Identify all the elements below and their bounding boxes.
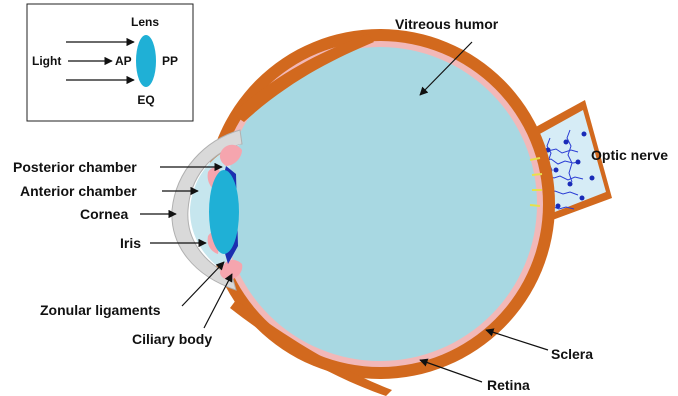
- inset-pp-label: PP: [162, 54, 178, 68]
- label-anterior-chamber: Anterior chamber: [20, 183, 137, 199]
- label-vitreous-humor: Vitreous humor: [395, 16, 499, 32]
- label-ciliary-body: Ciliary body: [132, 331, 212, 347]
- label-retina: Retina: [487, 377, 530, 393]
- inset-light-label: Light: [32, 54, 61, 68]
- label-optic-nerve: Optic nerve: [591, 147, 668, 163]
- label-iris: Iris: [120, 235, 141, 251]
- anterior-segment: [172, 130, 242, 290]
- label-cornea: Cornea: [80, 206, 128, 222]
- label-posterior-chamber: Posterior chamber: [13, 159, 137, 175]
- inset-lens-label: Lens: [131, 15, 159, 29]
- lens: [209, 170, 239, 254]
- inset-ap-label: AP: [115, 54, 132, 68]
- label-zonular-ligaments: Zonular ligaments: [40, 302, 161, 318]
- inset-lens: [136, 35, 156, 87]
- label-sclera: Sclera: [551, 346, 593, 362]
- lens-inset: Lens Light AP PP EQ: [27, 4, 193, 121]
- inset-eq-label: EQ: [137, 93, 154, 107]
